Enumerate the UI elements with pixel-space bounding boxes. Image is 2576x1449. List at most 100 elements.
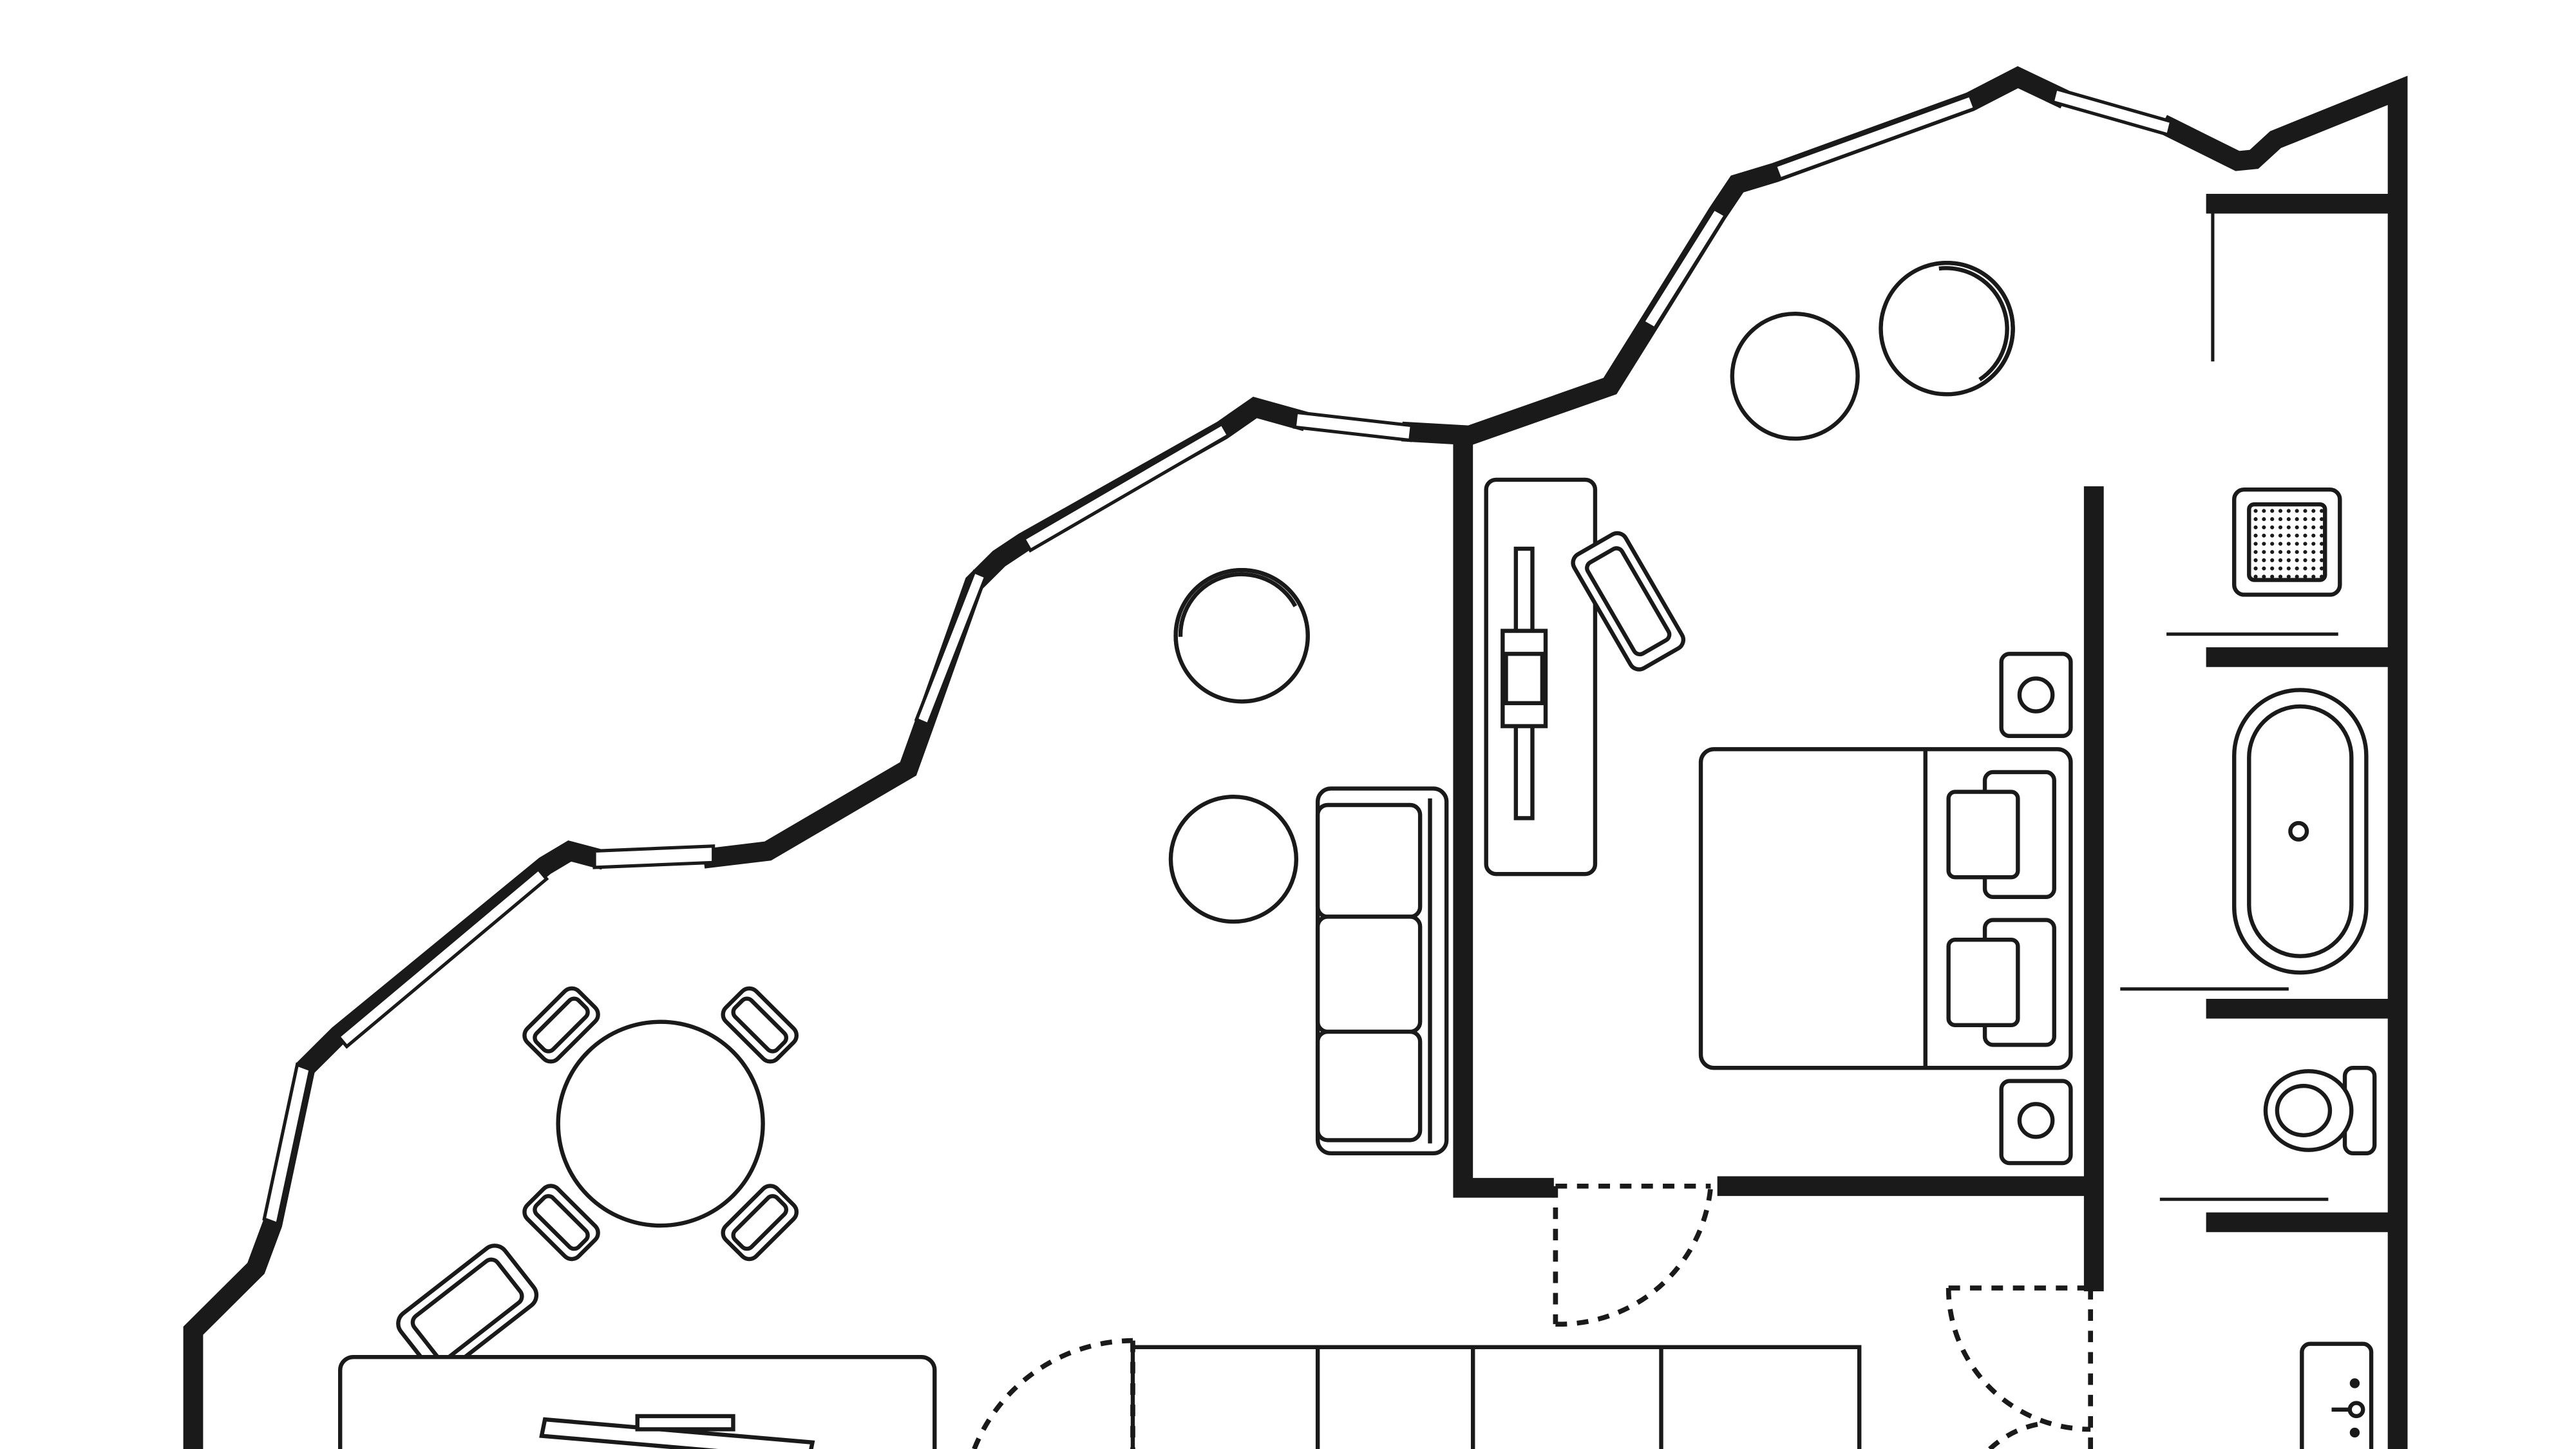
drain-hole	[2320, 558, 2324, 562]
drain-hole	[2295, 558, 2299, 562]
drain-hole	[2286, 574, 2291, 579]
drain-hole	[2303, 574, 2307, 579]
nightstand-icon	[1999, 652, 2073, 739]
drain-hole	[2262, 550, 2266, 554]
shower-drain-icon	[2232, 488, 2342, 597]
drain-hole	[2270, 542, 2275, 546]
bathtub-icon	[2232, 688, 2369, 975]
drain-hole	[2270, 558, 2275, 562]
drain-hole	[2320, 574, 2324, 579]
armchair-icon	[396, 1244, 539, 1376]
drain-hole	[2286, 533, 2291, 538]
drain-hole	[2262, 566, 2266, 571]
drain-hole	[2311, 574, 2316, 579]
drain-hole	[2303, 542, 2307, 546]
drain-hole	[2262, 509, 2266, 513]
drain-hole	[2295, 525, 2299, 529]
drain-hole	[2286, 550, 2291, 554]
drain-hole	[2278, 550, 2283, 554]
drain-hole	[2270, 533, 2275, 538]
drain-hole	[2286, 525, 2291, 529]
drain-hole	[2278, 509, 2283, 513]
window-icon	[1293, 410, 1414, 442]
drain-hole	[2303, 533, 2307, 538]
drain-hole	[2278, 533, 2283, 538]
window-icon	[336, 866, 549, 1049]
drain-hole	[2262, 517, 2266, 522]
window-icon	[914, 569, 989, 727]
desk-icon	[1484, 477, 1598, 876]
drain-hole	[2278, 558, 2283, 562]
drain-hole	[2262, 558, 2266, 562]
drain-hole	[2278, 542, 2283, 546]
drain-hole	[2303, 517, 2307, 522]
door-swing-icon[interactable]	[1553, 1184, 1714, 1327]
drain-hole	[2311, 550, 2316, 554]
drain-hole	[2270, 550, 2275, 554]
bed-icon	[1698, 747, 2073, 1070]
drain-hole	[2295, 517, 2299, 522]
drain-hole	[2286, 566, 2291, 571]
drain-hole	[2303, 558, 2307, 562]
window-icon	[1773, 93, 1977, 182]
drain-hole	[2311, 533, 2316, 538]
drain-hole	[2295, 550, 2299, 554]
sofa-icon	[1315, 786, 1449, 1156]
drain-hole	[2270, 566, 2275, 571]
drain-hole	[2253, 533, 2258, 538]
drain-hole	[2286, 517, 2291, 522]
window-icon	[1021, 421, 1231, 553]
drain-hole	[2253, 509, 2258, 513]
nightstand-icon	[1999, 1079, 2073, 1166]
drain-hole	[2278, 517, 2283, 522]
door-swing-icon[interactable]	[1988, 1420, 2048, 1449]
drain-hole	[2253, 558, 2258, 562]
drain-hole	[2253, 574, 2258, 579]
sink-icon	[2300, 1341, 2374, 1449]
drain-hole	[2311, 542, 2316, 546]
wardrobe	[1130, 1345, 1862, 1449]
drain-hole	[2303, 509, 2307, 513]
drain-hole	[2253, 542, 2258, 546]
window-icon	[262, 1062, 313, 1226]
armchair-icon	[1879, 260, 2015, 397]
drain-hole	[2311, 509, 2316, 513]
window-icon	[2050, 86, 2174, 137]
drain-hole	[2270, 517, 2275, 522]
drain-hole	[2286, 558, 2291, 562]
toilet-icon	[2263, 1065, 2377, 1156]
drain-hole	[2320, 533, 2324, 538]
drain-hole	[2295, 574, 2299, 579]
drain-hole	[2270, 525, 2275, 529]
drain-hole	[2262, 574, 2266, 579]
desk-icon	[338, 1354, 937, 1449]
armchair-icon	[1571, 531, 1686, 672]
drain-hole	[2262, 525, 2266, 529]
drain-hole	[2270, 574, 2275, 579]
drain-hole	[2320, 542, 2324, 546]
drain-hole	[2303, 550, 2307, 554]
drain-hole	[2253, 525, 2258, 529]
drain-hole	[2320, 525, 2324, 529]
drain-hole	[2303, 566, 2307, 571]
windows	[262, 86, 2174, 1226]
door-swing-icon[interactable]	[1946, 1285, 2094, 1449]
drain-hole	[2270, 509, 2275, 513]
drain-hole	[2320, 509, 2324, 513]
drain-hole	[2320, 517, 2324, 522]
drain-hole	[2278, 574, 2283, 579]
drain-hole	[2311, 558, 2316, 562]
dining-table-icon	[522, 986, 799, 1262]
drain-hole	[2253, 566, 2258, 571]
drain-hole	[2253, 517, 2258, 522]
drain-hole	[2311, 566, 2316, 571]
drain-hole	[2262, 533, 2266, 538]
drain-hole	[2311, 525, 2316, 529]
armchair-icon	[1173, 568, 1310, 704]
drain-hole	[2278, 566, 2283, 571]
interior-walls	[1453, 194, 2401, 1292]
drain-hole	[2262, 542, 2266, 546]
side-table-icon	[1730, 312, 1860, 441]
drain-hole	[2286, 542, 2291, 546]
